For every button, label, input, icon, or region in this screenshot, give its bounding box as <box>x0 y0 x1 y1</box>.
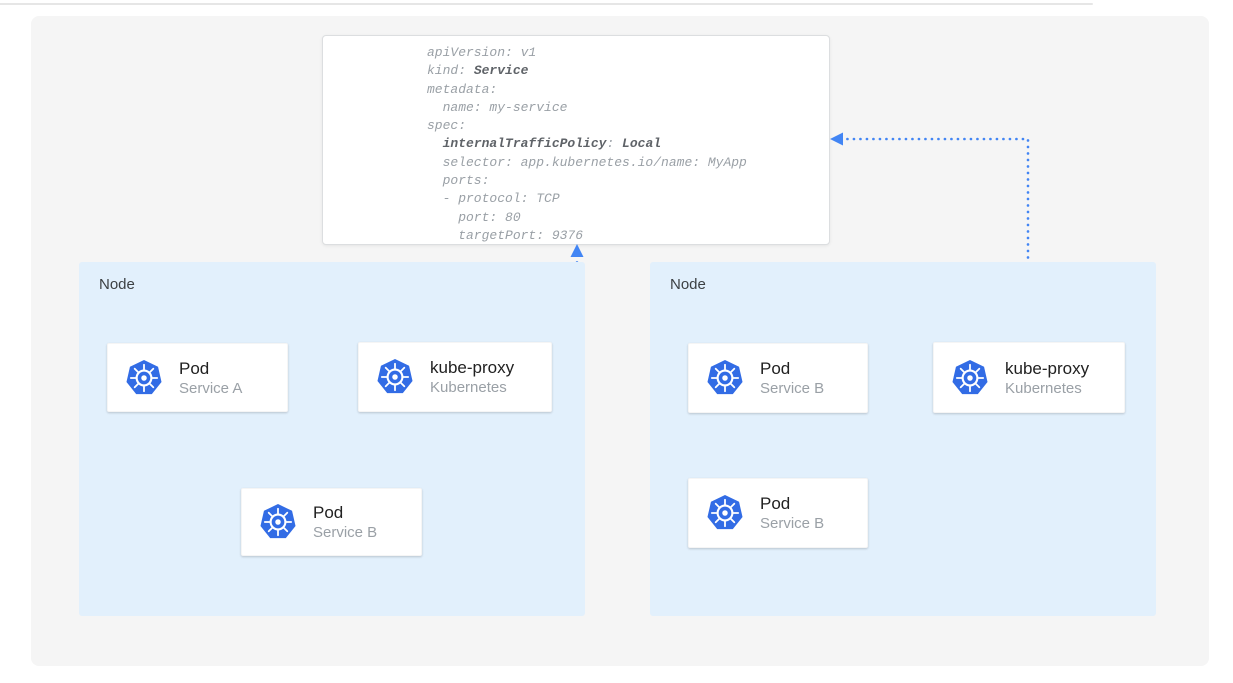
card-title: Pod <box>760 359 791 378</box>
card-title: Pod <box>313 503 344 522</box>
pod-card-service-a: Pod Service A <box>107 343 288 412</box>
kube-proxy-card-right: kube-proxy Kubernetes <box>933 342 1125 413</box>
kube-proxy-card-left: kube-proxy Kubernetes <box>358 342 552 412</box>
kubernetes-icon <box>259 503 297 541</box>
node-right-label: Node <box>670 276 706 293</box>
card-title: kube-proxy <box>1005 358 1090 378</box>
top-divider <box>0 3 1093 5</box>
node-left-label: Node <box>99 276 135 293</box>
kubernetes-icon <box>706 494 744 532</box>
node-left: Node Pod Service A kube-proxy Kubernetes <box>79 262 585 616</box>
node-right: Node Pod Service B kube-proxy Kubernetes <box>650 262 1156 616</box>
card-title: kube-proxy <box>430 358 515 377</box>
card-subtitle: Service B <box>760 380 825 397</box>
card-subtitle: Service B <box>313 524 378 541</box>
kubernetes-icon <box>125 359 163 397</box>
card-subtitle: Kubernetes <box>430 379 507 396</box>
kubernetes-icon <box>951 359 989 397</box>
kubernetes-icon <box>376 358 414 396</box>
card-subtitle: Kubernetes <box>1005 379 1082 397</box>
pod-card-service-b-right-1: Pod Service B <box>688 343 868 413</box>
card-subtitle: Service B <box>760 515 825 532</box>
card-title: Pod <box>760 494 791 513</box>
card-title: Pod <box>179 358 210 378</box>
pod-card-service-b-right-2: Pod Service B <box>688 478 868 548</box>
card-subtitle: Service A <box>179 379 243 397</box>
kubernetes-icon <box>706 359 744 397</box>
pod-card-service-b-left: Pod Service B <box>241 488 422 556</box>
